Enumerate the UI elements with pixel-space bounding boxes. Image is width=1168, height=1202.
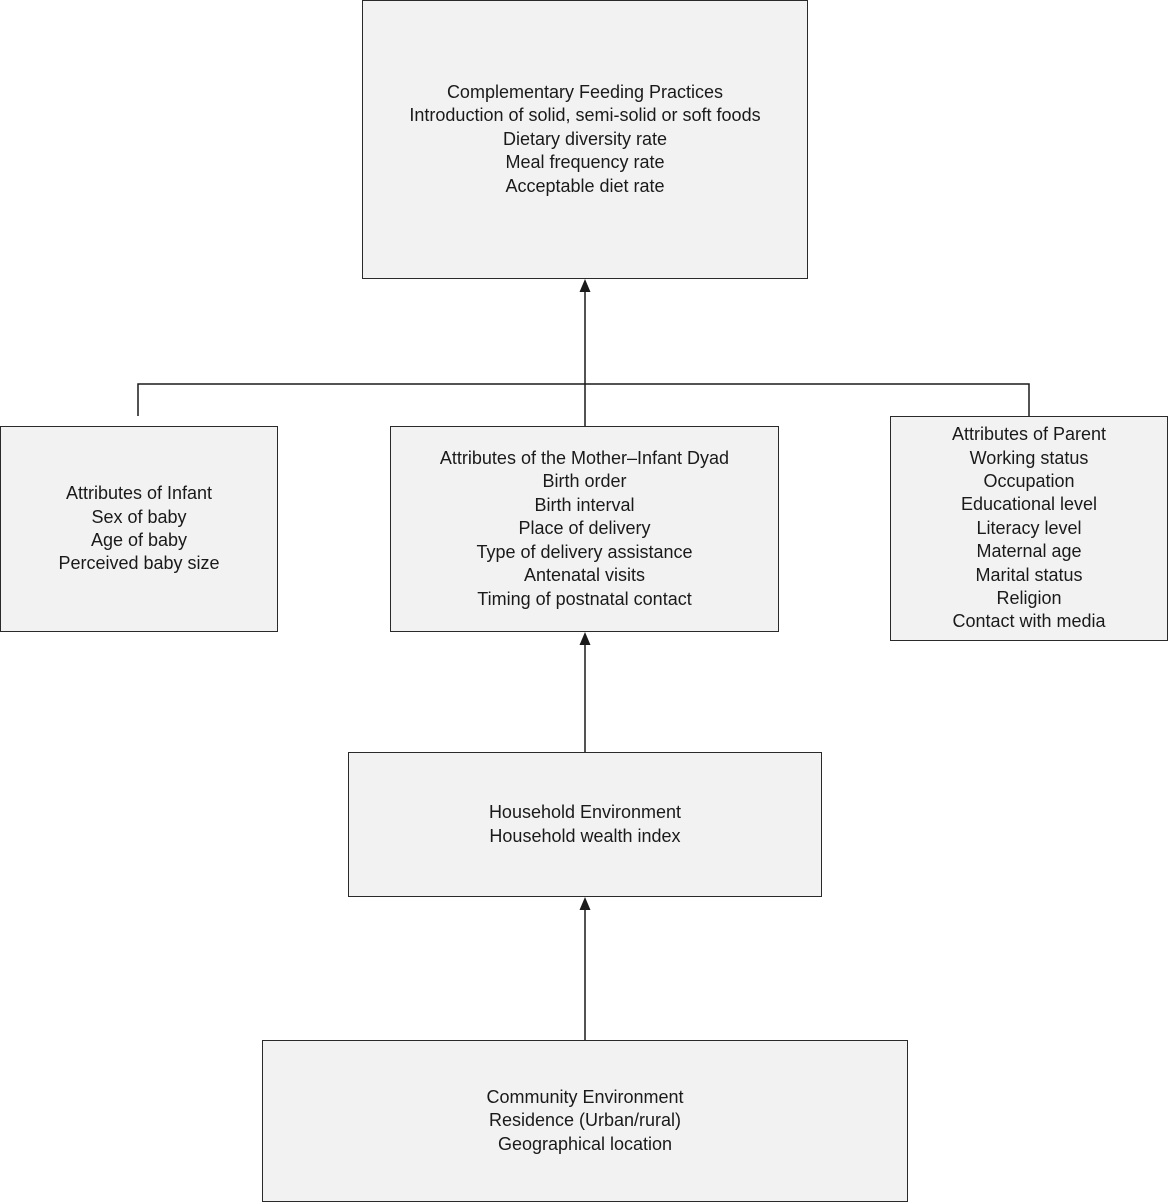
node-item: Religion bbox=[996, 588, 1062, 609]
node-item: Geographical location bbox=[497, 1133, 673, 1154]
node-item: Contact with media bbox=[952, 611, 1106, 632]
node-item: Birth order bbox=[542, 471, 627, 492]
attributes-of-infant-box: Attributes of Infant Sex of baby Age of … bbox=[0, 426, 278, 632]
node-title: Attributes of the Mother–Infant Dyad bbox=[439, 448, 730, 469]
node-title: Complementary Feeding Practices bbox=[446, 81, 724, 102]
node-item: Age of baby bbox=[90, 530, 188, 550]
node-item: Antenatal visits bbox=[523, 565, 646, 586]
node-item: Educational level bbox=[960, 494, 1098, 515]
node-item: Household wealth index bbox=[489, 825, 681, 846]
household-environment-box: Household Environment Household wealth i… bbox=[348, 752, 822, 897]
node-item: Occupation bbox=[983, 470, 1075, 491]
node-item: Dietary diversity rate bbox=[502, 128, 668, 149]
node-item: Sex of baby bbox=[91, 506, 187, 527]
node-item: Birth interval bbox=[534, 494, 635, 515]
node-item: Acceptable diet rate bbox=[505, 175, 665, 196]
node-item: Perceived baby size bbox=[58, 553, 220, 574]
node-item: Place of delivery bbox=[518, 518, 651, 539]
attributes-of-parent-box: Attributes of Parent Working status Occu… bbox=[890, 416, 1168, 641]
arrowhead-feeding-bottom-icon bbox=[579, 279, 591, 292]
community-environment-box: Community Environment Residence (Urban/r… bbox=[262, 1040, 908, 1202]
node-item: Marital status bbox=[975, 564, 1083, 585]
node-title: Household Environment bbox=[488, 802, 682, 823]
node-item: Maternal age bbox=[976, 541, 1082, 562]
mother-infant-dyad-box: Attributes of the Mother–Infant Dyad Bir… bbox=[390, 426, 779, 632]
node-item: Timing of postnatal contact bbox=[477, 588, 692, 609]
node-title: Attributes of Parent bbox=[951, 424, 1107, 445]
node-item: Type of delivery assistance bbox=[476, 541, 693, 562]
attributes-bracket bbox=[137, 383, 1030, 416]
arrowhead-dyad-bottom-icon bbox=[579, 632, 591, 645]
node-item: Working status bbox=[969, 447, 1089, 468]
node-item: Residence (Urban/rural) bbox=[488, 1110, 682, 1131]
complementary-feeding-practices-box: Complementary Feeding Practices Introduc… bbox=[362, 0, 808, 279]
node-item: Meal frequency rate bbox=[505, 152, 665, 173]
node-title: Attributes of Infant bbox=[65, 483, 213, 504]
node-item: Literacy level bbox=[976, 517, 1082, 538]
node-item: Introduction of solid, semi-solid or sof… bbox=[409, 105, 761, 126]
arrowhead-household-bottom-icon bbox=[579, 897, 591, 910]
node-title: Community Environment bbox=[486, 1086, 684, 1107]
